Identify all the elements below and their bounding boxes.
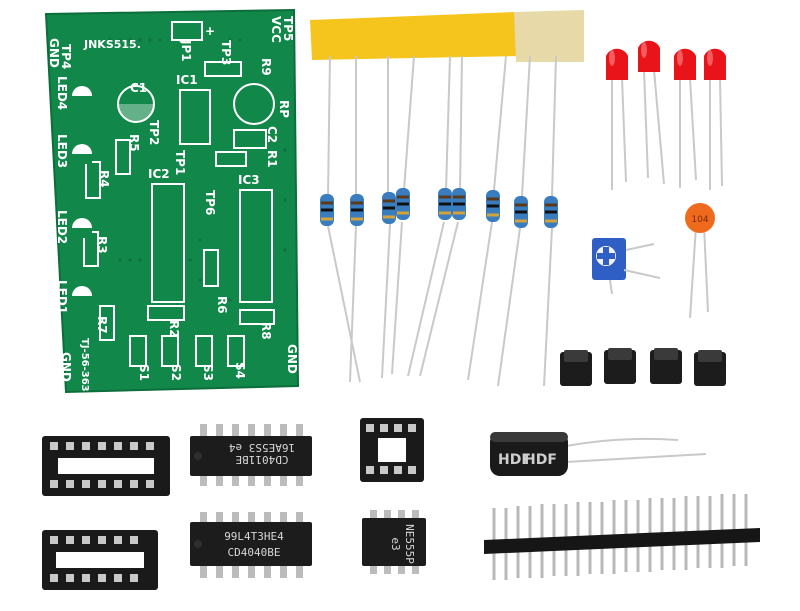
paper-tape: [514, 10, 584, 62]
electrolytic-marking-right: HDF: [524, 452, 557, 468]
pcb-label-r2: R2: [167, 320, 181, 338]
pcb-label-jp1: JP1: [179, 39, 193, 62]
pcb-led-footprints: [72, 86, 92, 306]
pcb-board: GND TP4 JNKS515. TP5 VCC JP1 + TP3 R9 RP…: [44, 8, 300, 394]
jumper-caps: [560, 348, 726, 386]
pcb-label-ic2: IC2: [148, 167, 170, 181]
ic-cd4040be-line1: 99L4T3HE4: [224, 530, 284, 543]
pcb-label-led2: LED2: [55, 210, 69, 244]
pcb-maker-mark: JNKS515.: [83, 38, 141, 51]
pcb-label-r6: R6: [215, 296, 229, 314]
trimmer-potentiometer: [592, 238, 661, 295]
ic-socket-8: [360, 418, 424, 482]
pcb-label-vcc: VCC: [269, 16, 283, 43]
pcb-label-tp4: TP4: [59, 44, 73, 69]
ic-ne555p-line1: NE555P: [403, 524, 416, 564]
pcb-label-s2: S2: [169, 364, 183, 381]
ic-socket-16-top: [42, 436, 170, 496]
ic-socket-16-bottom: [42, 530, 158, 590]
ic-ne555p: NE555P e3: [362, 510, 426, 574]
pcb-label-ic3: IC3: [238, 173, 260, 187]
pcb-label-c1: C1: [130, 81, 147, 95]
pcb-silkscreen-outlines: [83, 21, 275, 367]
ic-cd4011be: CD4011BE 16AE5S3 e4: [190, 424, 312, 486]
pcb-label-tp6: TP6: [203, 190, 217, 215]
pcb-label-rp: RP: [277, 100, 291, 118]
pcb-label-led4: LED4: [55, 76, 69, 110]
ic-cd4011be-line2: 16AE5S3 e4: [229, 441, 296, 454]
ic-ne555p-line2: e3: [389, 537, 402, 550]
pcb-label-c2: C2: [265, 126, 279, 143]
pcb-label-tp3: TP3: [219, 40, 233, 65]
pcb-label-tp2: TP2: [147, 120, 161, 145]
ic-cd4040be-line2: CD4040BE: [228, 546, 281, 559]
electrolytic-marking-left: HDF: [498, 452, 531, 468]
pcb-label-led1: LED1: [55, 280, 69, 314]
red-leds: [606, 40, 726, 190]
pcb-label-r7: R7: [95, 316, 109, 334]
pcb-label-gnd-left-bottom: GND: [59, 352, 73, 382]
ceramic-capacitor-code: 104: [691, 215, 708, 225]
pcb-label-plus: +: [205, 24, 215, 38]
pcb-label-tp1: TP1: [173, 150, 187, 175]
yellow-tape: [310, 12, 520, 60]
pcb-hole-grid: [78, 38, 287, 302]
ic-cd4040be: 99L4T3HE4 CD4040BE: [190, 512, 312, 578]
resistor-strip: [310, 10, 584, 387]
pcb-label-led3: LED3: [55, 134, 69, 168]
ceramic-capacitor: 104: [685, 203, 715, 319]
pcb-label-r1: R1: [265, 150, 279, 168]
pcb-label-s1: S1: [137, 364, 151, 381]
pcb-part-number: TJ-56-363: [79, 338, 90, 392]
pin-header-strip: [484, 494, 760, 580]
pcb-label-s3: S3: [201, 364, 215, 381]
pcb-label-r9: R9: [259, 58, 273, 76]
pcb-label-r8: R8: [259, 322, 273, 340]
ic-cd4011be-line1: CD4011BE: [236, 453, 289, 466]
electrolytic-capacitor: HDF HDF: [490, 432, 707, 476]
pcb-label-ic1: IC1: [176, 73, 198, 87]
pcb-label-tp5: TP5: [281, 16, 295, 41]
pcb-label-gnd-bottom: GND: [285, 344, 299, 374]
pcb-label-gnd-top: GND: [47, 38, 61, 68]
